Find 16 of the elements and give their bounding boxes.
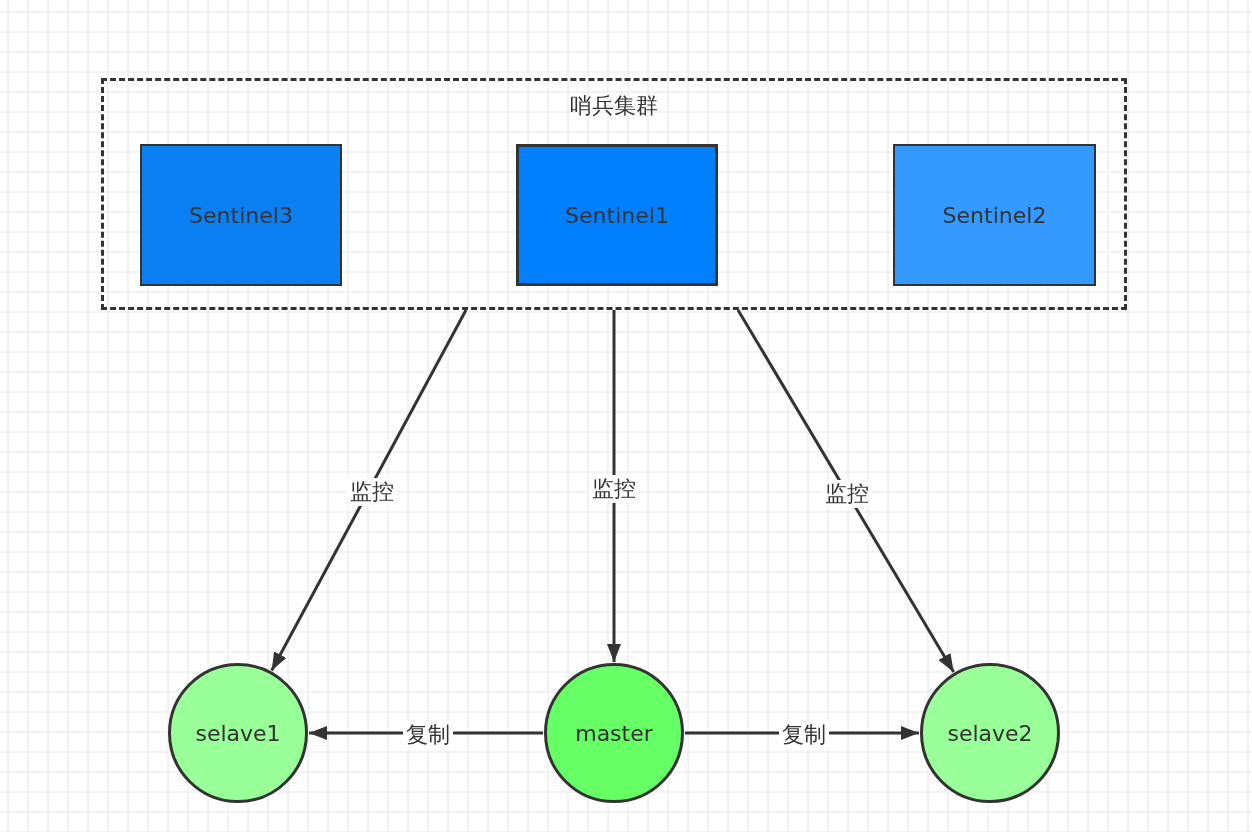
edge-label: 监控 — [347, 478, 397, 506]
sentinel-box: Sentinel3 — [140, 144, 342, 286]
cluster-box — [101, 78, 1127, 310]
edge-label: 复制 — [779, 721, 829, 749]
sentinel-box: Sentinel1 — [516, 144, 718, 286]
sentinel-box: Sentinel2 — [893, 144, 1096, 286]
node-circle: selave2 — [920, 663, 1060, 803]
edge-label: 复制 — [403, 721, 453, 749]
arrow — [736, 309, 955, 673]
edge-label: 监控 — [589, 475, 639, 503]
node-circle: master — [544, 663, 684, 803]
arrow — [607, 310, 621, 662]
node-circle: selave1 — [168, 663, 308, 803]
group-title: 哨兵集群 — [569, 92, 659, 120]
edge-label: 监控 — [822, 480, 872, 508]
arrow — [270, 309, 468, 672]
